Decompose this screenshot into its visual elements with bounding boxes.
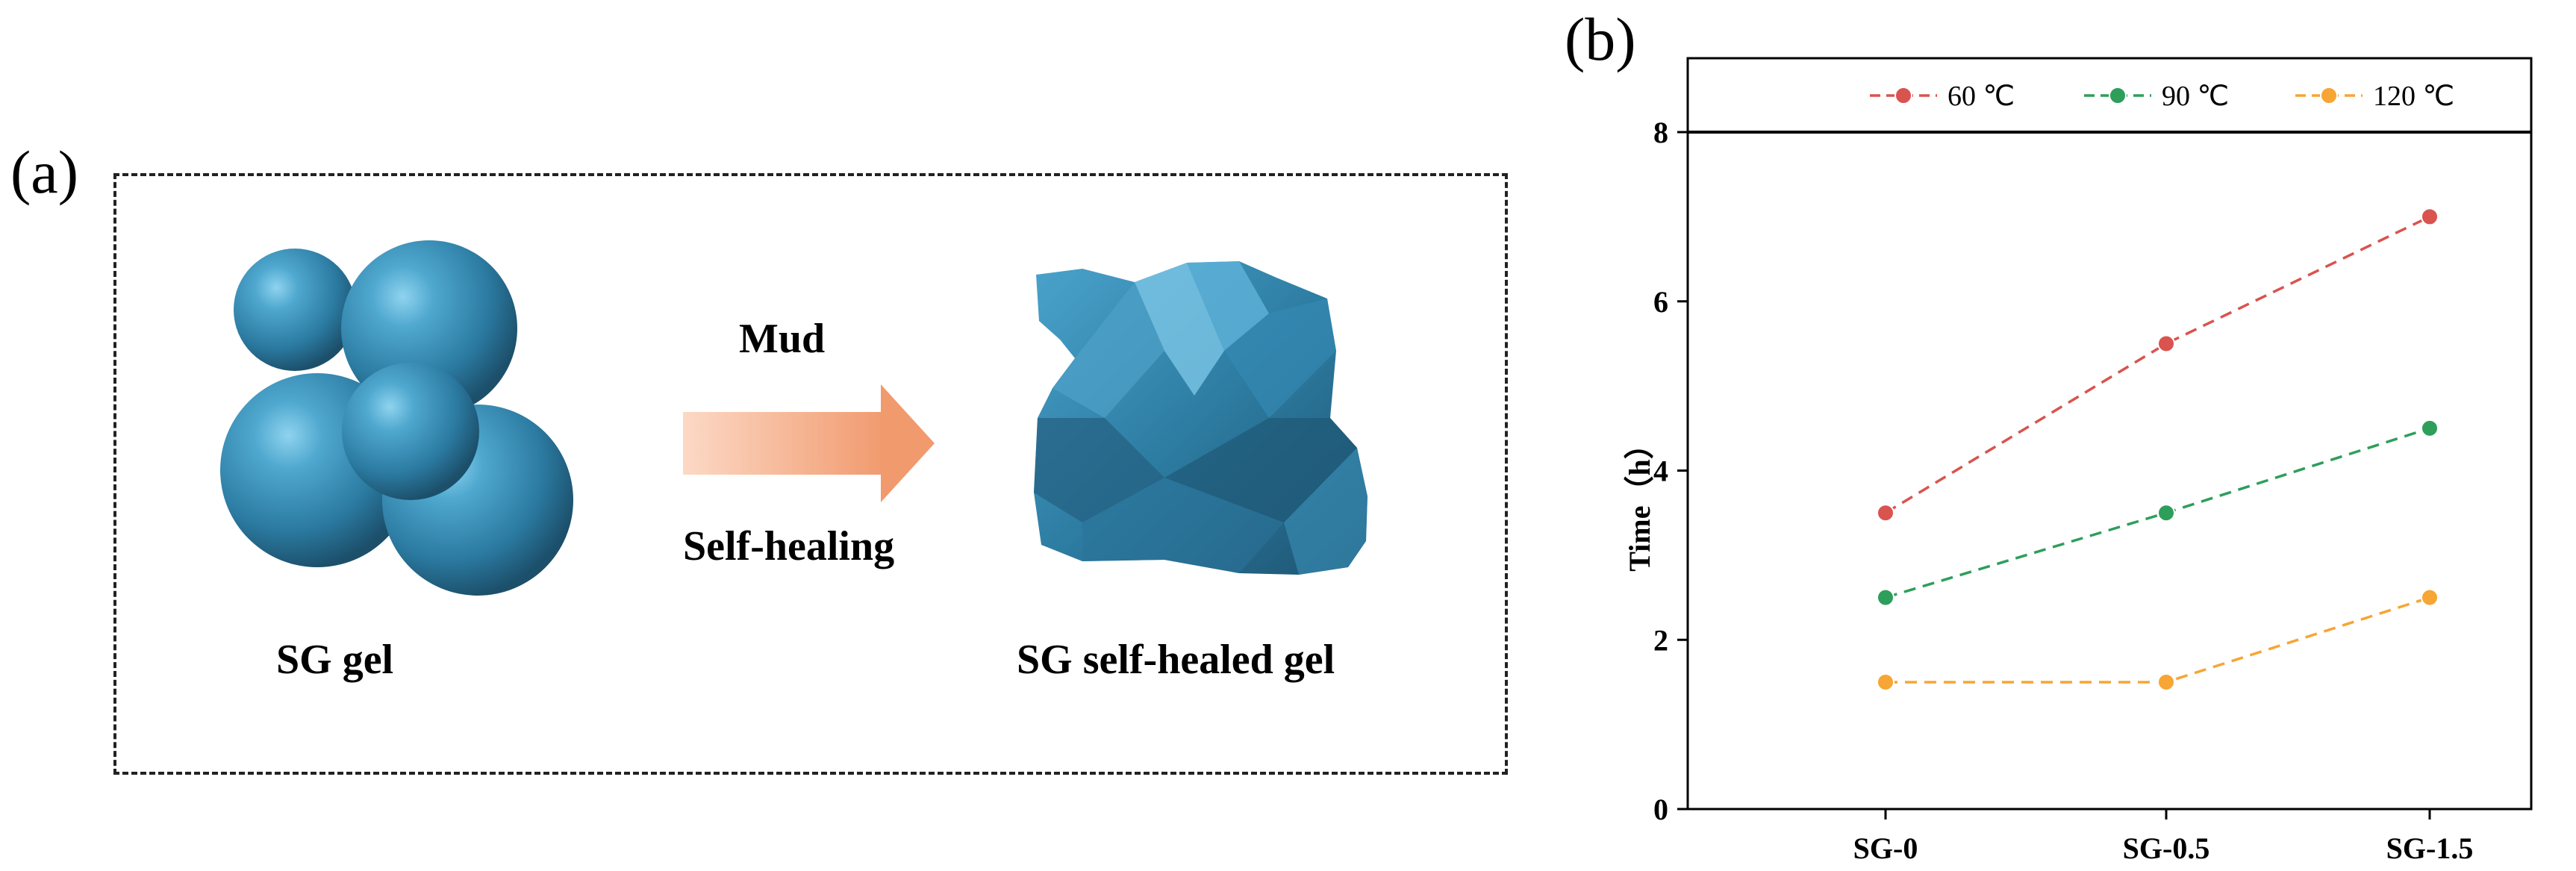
sg-gel-spheres	[220, 240, 573, 596]
schema-illustration	[220, 240, 1367, 596]
x-tick-label: SG-0.5	[2123, 831, 2210, 865]
data-point	[2157, 672, 2175, 691]
y-tick-label: 8	[1653, 116, 1668, 149]
data-point	[2157, 334, 2175, 353]
schema-dashed-frame	[113, 173, 1508, 775]
data-point	[2421, 419, 2439, 437]
legend-swatch-marker	[2320, 87, 2338, 104]
gel-sphere	[342, 363, 479, 500]
legend-label: 120 ℃	[2373, 81, 2454, 112]
y-tick-label: 2	[1653, 623, 1668, 657]
legend-label: 60 ℃	[1947, 81, 2015, 112]
gel-sphere	[234, 249, 356, 371]
data-point	[2421, 207, 2439, 226]
left-caption: SG gel	[276, 637, 394, 683]
arrow-bottom-text: Self-healing	[683, 523, 895, 569]
legend-label: 90 ℃	[2162, 81, 2229, 112]
data-point	[1877, 504, 1894, 522]
sg-self-healed-gel	[1034, 261, 1367, 575]
y-tick-label: 6	[1653, 285, 1668, 319]
y-axis-title: Time（h）	[1623, 429, 1656, 571]
legend-swatch-marker	[1894, 87, 1912, 104]
panel-b-label: (b)	[1565, 5, 1636, 73]
series-line	[1885, 215, 2430, 514]
healing-arrow	[683, 384, 935, 502]
panel-a-label: (a)	[10, 138, 79, 206]
plot-frame	[1686, 57, 2533, 811]
data-point	[1877, 672, 1894, 691]
y-tick-label: 0	[1653, 793, 1668, 826]
arrow-top-text: Mud	[739, 316, 826, 362]
legend-swatch-marker	[2109, 87, 2127, 104]
data-point	[1877, 588, 1894, 607]
data-point	[2421, 588, 2439, 607]
y-tick-label: 4	[1653, 455, 1668, 488]
data-point	[2157, 504, 2175, 522]
series-line	[1886, 596, 2430, 684]
right-caption: SG self-healed gel	[1017, 637, 1335, 683]
x-tick-label: SG-1.5	[2386, 831, 2474, 865]
x-tick-label: SG-0	[1853, 831, 1918, 865]
